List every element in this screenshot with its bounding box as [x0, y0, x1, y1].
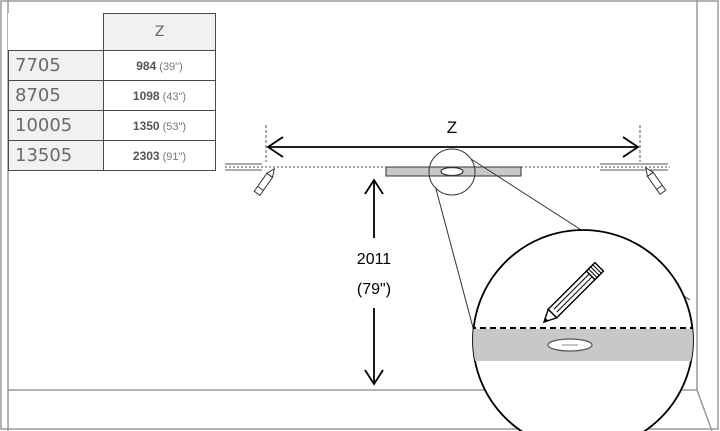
model-cell: 10005	[8, 110, 104, 141]
table-row: 8705 1098(43")	[8, 80, 216, 111]
height-arrowhead-top	[364, 178, 384, 195]
table-row: 10005 1350(53")	[8, 110, 216, 141]
right-mark	[600, 163, 668, 196]
dimension-mm: 2303	[132, 148, 160, 163]
dimension-cell: 1098(43")	[103, 80, 216, 111]
zoom-detail	[472, 229, 694, 431]
pencil-icon	[253, 167, 276, 197]
height-dimension	[364, 178, 384, 386]
level-bubble	[440, 166, 464, 177]
table-corner-cell	[9, 14, 104, 51]
dimension-inches: (39")	[159, 60, 183, 73]
dimension-mm: 1098	[132, 88, 160, 103]
dimension-mm: 1350	[132, 118, 160, 133]
spirit-level	[385, 166, 522, 177]
model-cell: 8705	[8, 80, 104, 111]
height-mm-label: 2011	[357, 251, 392, 268]
dimension-cell: 2303(91")	[103, 140, 216, 171]
table-row: 13505 2303(91")	[8, 140, 216, 171]
pencil-icon	[542, 261, 605, 324]
z-arrowhead-left	[266, 136, 284, 158]
z-dimension	[265, 125, 641, 162]
dimension-mm: 984	[136, 58, 157, 73]
table-header-row: Z	[9, 13, 216, 51]
magnifier-connector-left	[435, 188, 476, 336]
magnifier-source-circle	[428, 148, 476, 196]
model-cell: 7705	[8, 50, 104, 81]
left-mark	[225, 163, 276, 197]
height-arrowhead-bottom	[364, 369, 384, 386]
height-inches-label: (79")	[357, 281, 391, 298]
size-table: Z 7705 984(39") 8705 1098(43") 10005 135…	[8, 13, 216, 171]
dimension-inches: (91")	[162, 150, 187, 163]
dimension-cell: 984(39")	[103, 50, 216, 81]
pencil-icon	[644, 166, 667, 196]
dimension-inches: (43")	[162, 90, 187, 103]
floor-corner-line	[696, 389, 713, 431]
z-arrowhead-right	[622, 136, 640, 158]
z-column-header: Z	[103, 13, 216, 51]
table-row: 7705 984(39")	[8, 50, 216, 81]
dimension-inches: (53")	[162, 120, 187, 133]
z-dimension-label: Z	[447, 118, 457, 137]
model-cell: 13505	[8, 140, 104, 171]
dimension-cell: 1350(53")	[103, 110, 216, 141]
